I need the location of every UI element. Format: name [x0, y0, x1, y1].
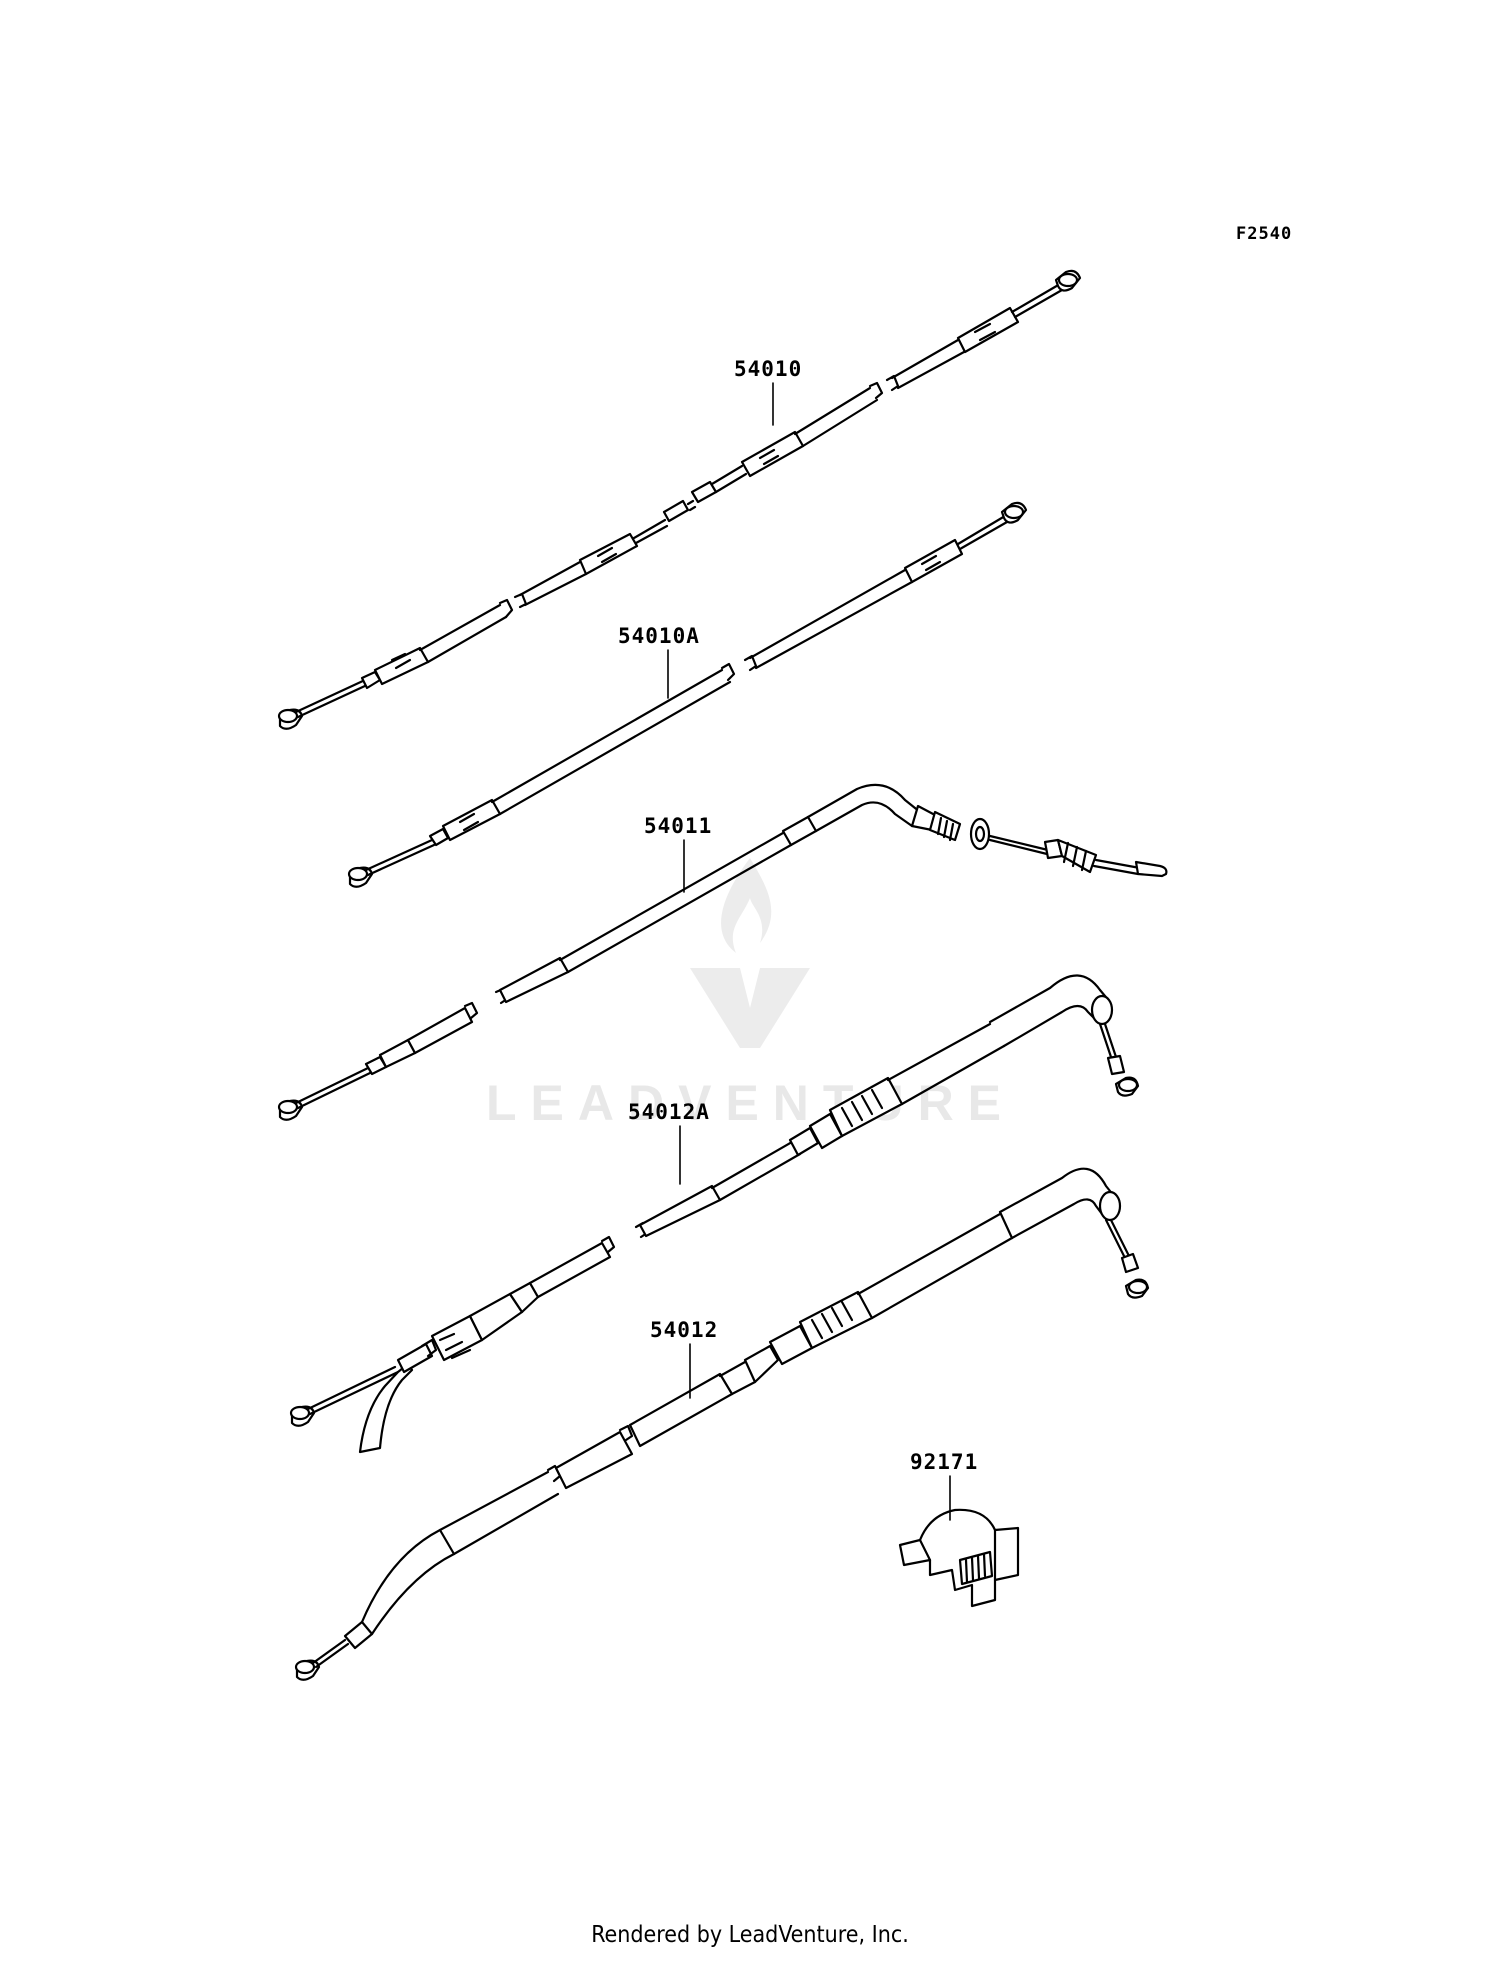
leadventure-logo — [690, 858, 810, 1052]
callout-54012A[interactable]: 54012A — [628, 1100, 710, 1124]
cable-54012A — [289, 974, 1140, 1454]
callout-54011[interactable]: 54011 — [644, 814, 713, 838]
callout-54010[interactable]: 54010 — [734, 357, 803, 381]
callout-54012[interactable]: 54012 — [650, 1318, 719, 1342]
leader-lines — [667, 382, 951, 1521]
clamp-92171 — [898, 1508, 1020, 1608]
cable-54010 — [277, 269, 1082, 730]
callout-54010A[interactable]: 54010A — [618, 624, 700, 648]
cable-54011 — [277, 783, 1168, 1121]
cable-54012 — [294, 1167, 1150, 1681]
callout-92171[interactable]: 92171 — [910, 1450, 979, 1474]
watermark-text: LEADVENTURE — [486, 1075, 1016, 1131]
figure-code: F2540 — [1236, 224, 1293, 244]
cable-54010A — [347, 501, 1028, 888]
footer-credit: Rendered by LeadVenture, Inc. — [591, 1922, 909, 1948]
